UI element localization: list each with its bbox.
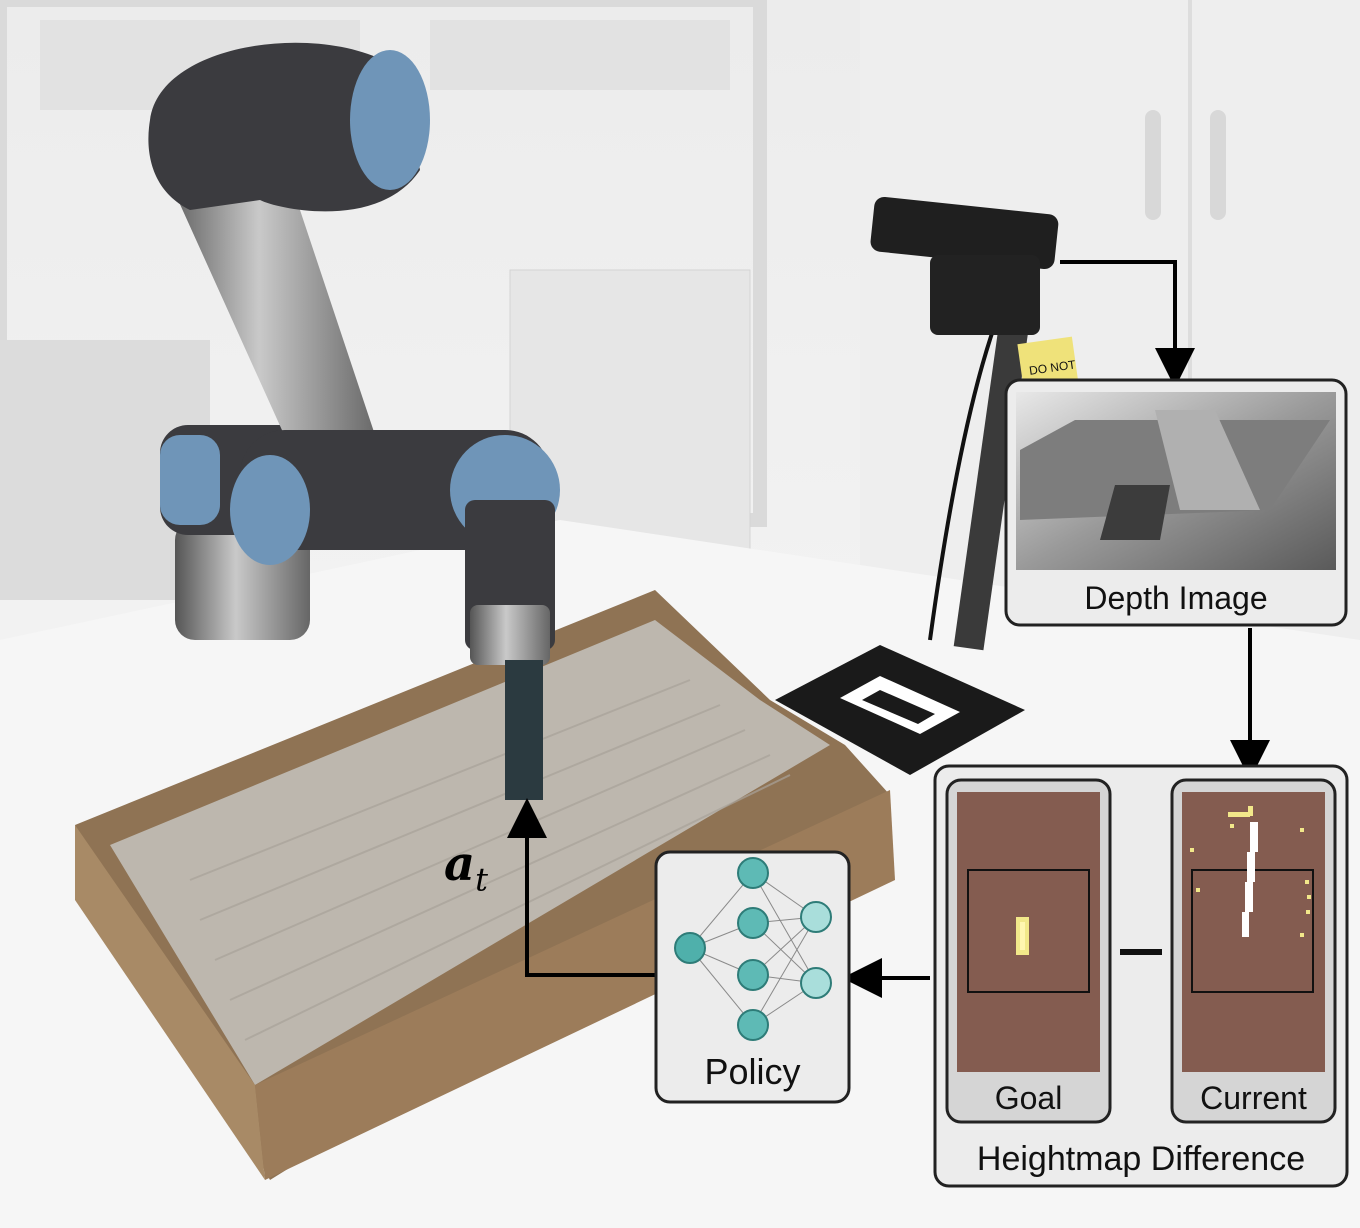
depth-image-panel — [1004, 378, 1348, 627]
current-label: Current — [1200, 1080, 1307, 1116]
action-symbol: a — [444, 836, 476, 892]
action-label: at — [444, 836, 488, 899]
heightmap-difference-label: Heightmap Difference — [976, 1140, 1306, 1178]
minus-sign — [1120, 949, 1162, 955]
sticky-note-text: DO NOT — [1028, 357, 1077, 377]
sand-surface — [110, 620, 830, 1085]
robot-arm — [148, 42, 560, 800]
depth-camera — [870, 196, 1059, 269]
policy-label: Policy — [704, 1051, 801, 1092]
depth-image-label: Depth Image — [1084, 580, 1268, 616]
action-subscript: t — [475, 860, 488, 899]
goal-label: Goal — [994, 1080, 1063, 1116]
camera-to-depth-arrow — [1060, 260, 1195, 388]
heightmap-difference-panel — [933, 764, 1349, 1188]
end-effector-rod — [505, 660, 543, 800]
current-features — [1242, 822, 1258, 937]
policy-panel — [654, 850, 851, 1104]
sandbox-front-wall — [75, 825, 265, 1180]
camera-mount-pole — [953, 269, 1037, 651]
policy-to-action-arrow — [507, 798, 655, 977]
